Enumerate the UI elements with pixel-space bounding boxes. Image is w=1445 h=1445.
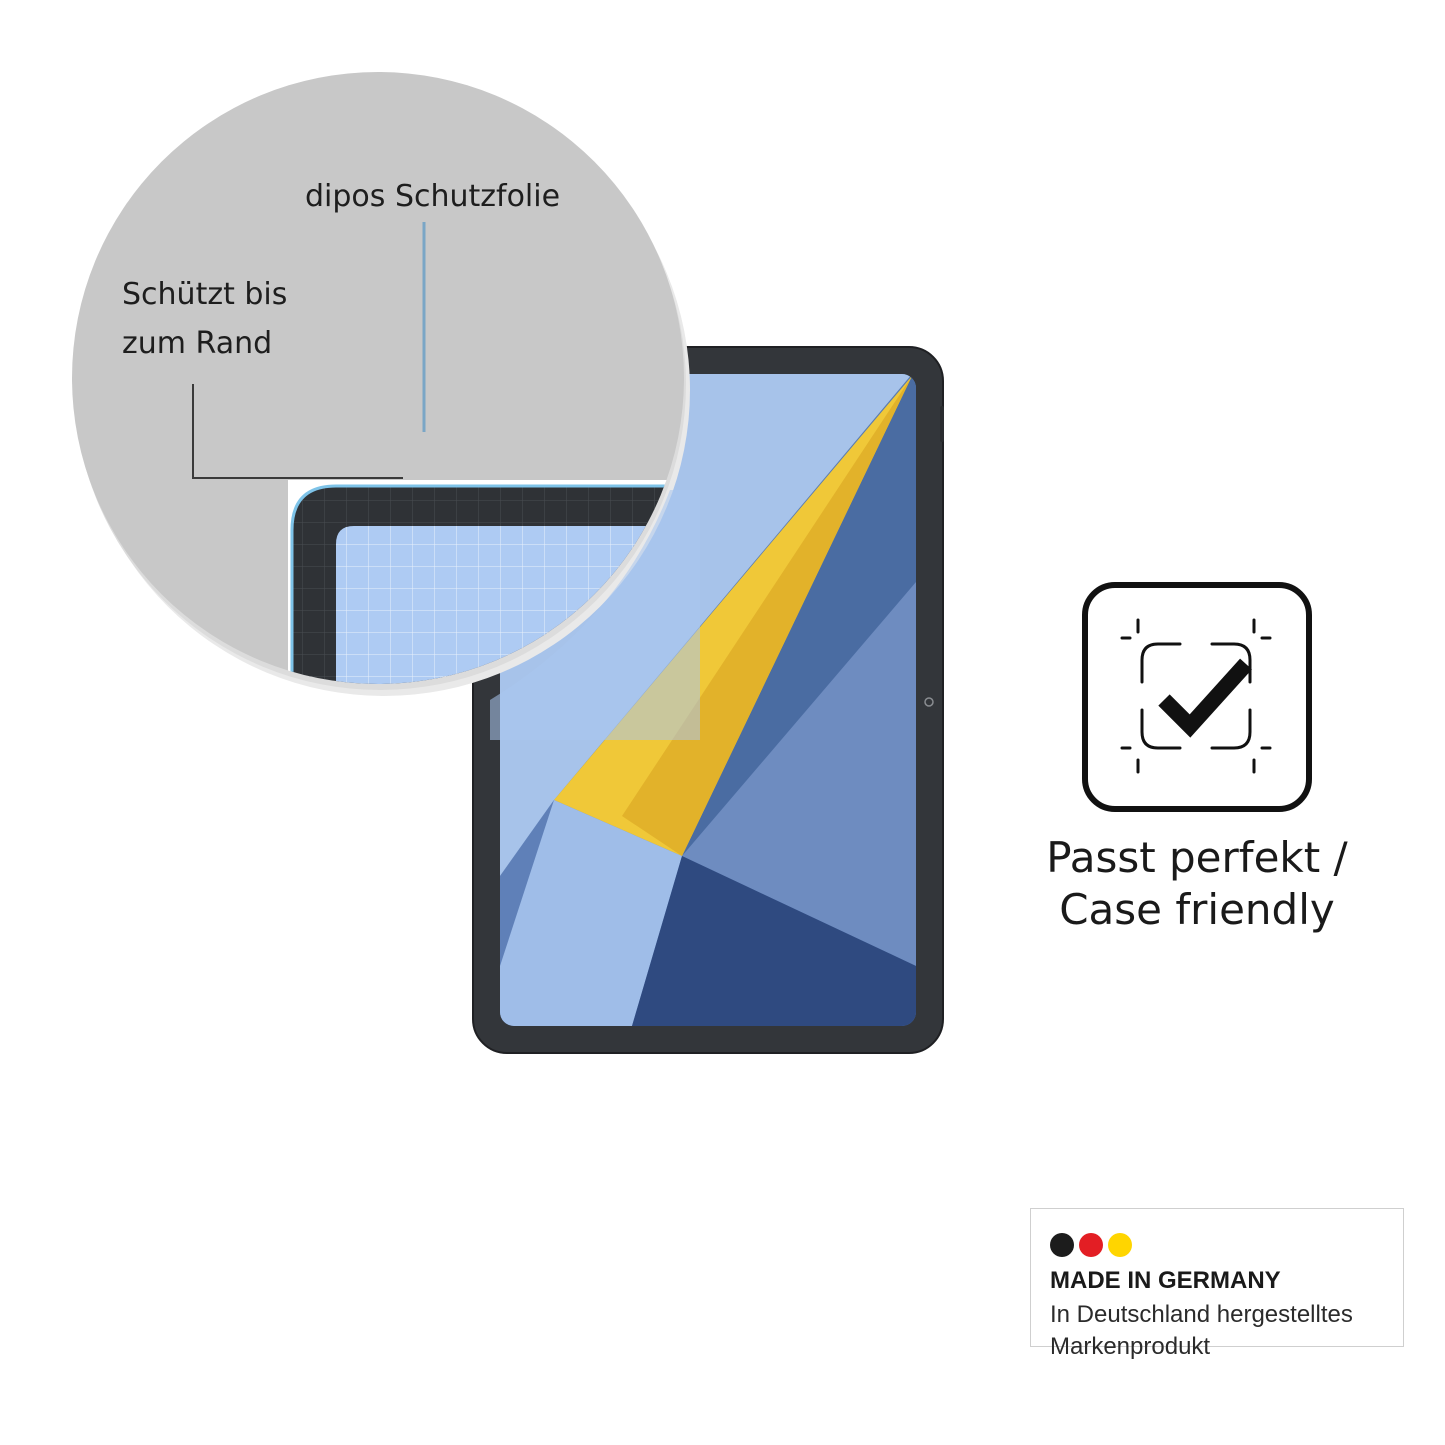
zoom-bubble	[72, 72, 700, 740]
flag-dot-gold	[1108, 1233, 1132, 1257]
made-in-germany-title: MADE IN GERMANY	[1050, 1267, 1281, 1294]
edge-label-line-2: zum Rand	[122, 326, 273, 361]
tablet-camera	[924, 697, 934, 707]
made-in-germany-subtitle: In Deutschland hergestelltes Markenprodu…	[1050, 1299, 1353, 1363]
flag-dot-red	[1079, 1233, 1103, 1257]
edge-label-line-1: Schützt bis	[122, 277, 288, 312]
edge-callout-line	[192, 384, 403, 479]
film-label: dipos Schutzfolie	[305, 179, 561, 214]
mig-subtitle-line-1: In Deutschland hergestelltes	[1050, 1301, 1353, 1328]
mig-subtitle-line-2: Markenprodukt	[1050, 1333, 1211, 1360]
frame-check-icon	[1082, 582, 1312, 812]
case-friendly-text: Passt perfekt / Case friendly	[1000, 832, 1394, 936]
edge-protection-label: Schützt bis zum Rand	[122, 270, 287, 368]
case-friendly-line-1: Passt perfekt /	[1046, 833, 1348, 882]
case-friendly-line-2: Case friendly	[1059, 885, 1335, 934]
made-in-germany-badge: MADE IN GERMANY In Deutschland hergestel…	[1030, 1208, 1404, 1360]
flag-dot-black	[1050, 1233, 1074, 1257]
